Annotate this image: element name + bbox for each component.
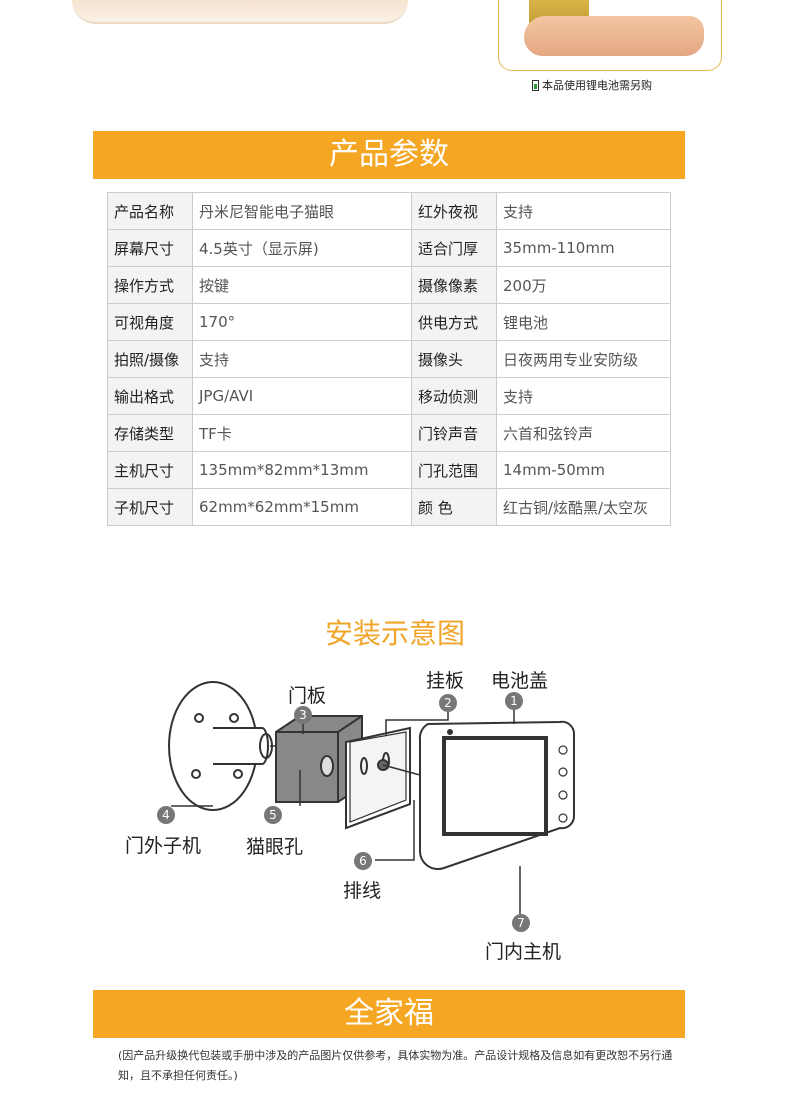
param-key: 输出格式 [107,377,193,415]
param-value: 日夜两用专业安防级 [496,340,671,378]
diagram-title: 安装示意图 [324,617,465,650]
params-banner: 产品参数 [93,131,685,179]
param-value: 62mm*62mm*15mm [192,488,412,526]
hand-image [524,16,704,56]
param-value: 锂电池 [496,303,671,341]
param-key: 产品名称 [107,192,193,230]
param-key: 存储类型 [107,414,193,452]
param-key: 门铃声音 [411,414,497,452]
marker-5: 5 [264,806,282,824]
param-value: 按键 [192,266,412,304]
param-value: 4.5英寸（显示屏) [192,229,412,267]
battery-in-hand-image [498,0,722,71]
marker-3: 3 [294,706,312,724]
label-inner-unit: 门内主机 [485,941,562,963]
param-value: 红古铜/炫酷黑/太空灰 [496,488,671,526]
param-key: 拍照/摄像 [107,340,193,378]
label-peephole: 猫眼孔 [246,836,304,858]
outer-unit-tube [213,727,269,765]
param-value: 35mm-110mm [496,229,671,267]
label-outer-unit: 门外子机 [125,835,202,857]
param-key: 操作方式 [107,266,193,304]
label-battery-cover: 电池盖 [491,670,549,692]
param-key: 移动侦测 [411,377,497,415]
param-value: TF卡 [192,414,412,452]
marker-2: 2 [439,694,457,712]
flange-hole-3 [191,769,201,779]
params-row: 拍照/摄像支持摄像头日夜两用专业安防级 [107,340,671,378]
params-row: 产品名称丹米尼智能电子猫眼红外夜视支持 [107,192,671,230]
battery-note-text: 本品使用锂电池需另购 [542,79,652,92]
family-banner-title: 全家福 [344,996,434,1031]
marker-6: 6 [354,852,372,870]
plate-slot-1 [360,757,368,775]
marker-7: 7 [512,914,530,932]
inner-unit-screen [442,736,548,836]
label-hang-plate: 挂板 [426,670,465,692]
flange-hole-1 [194,713,204,723]
params-banner-title: 产品参数 [329,137,449,172]
param-key: 主机尺寸 [107,451,193,489]
param-key: 红外夜视 [411,192,497,230]
label-door-panel: 门板 [288,685,327,707]
disclaimer: (因产品升级换代包装或手册中涉及的产品图片仅供参考，具体实物为准。产品设计规格及… [118,1049,673,1082]
param-key: 子机尺寸 [107,488,193,526]
param-value: 135mm*82mm*13mm [192,451,412,489]
marker-1: 1 [505,692,523,710]
param-value: 200万 [496,266,671,304]
flange-hole-4 [233,769,243,779]
flange-hole-2 [229,713,239,723]
product-image-card-left [72,0,408,24]
battery-note: 本品使用锂电池需另购 [532,77,652,93]
param-key: 摄像像素 [411,266,497,304]
param-key: 颜 色 [411,488,497,526]
param-value: 六首和弦铃声 [496,414,671,452]
cable-line [382,764,421,776]
param-key: 适合门厚 [411,229,497,267]
param-value: JPG/AVI [192,377,412,415]
family-banner: 全家福 [93,990,685,1038]
peephole-hole [320,755,334,777]
battery-icon [532,79,539,91]
marker-4: 4 [157,806,175,824]
param-value: 14mm-50mm [496,451,671,489]
param-key: 可视角度 [107,303,193,341]
label-cable: 排线 [343,880,382,902]
param-key: 屏幕尺寸 [107,229,193,267]
